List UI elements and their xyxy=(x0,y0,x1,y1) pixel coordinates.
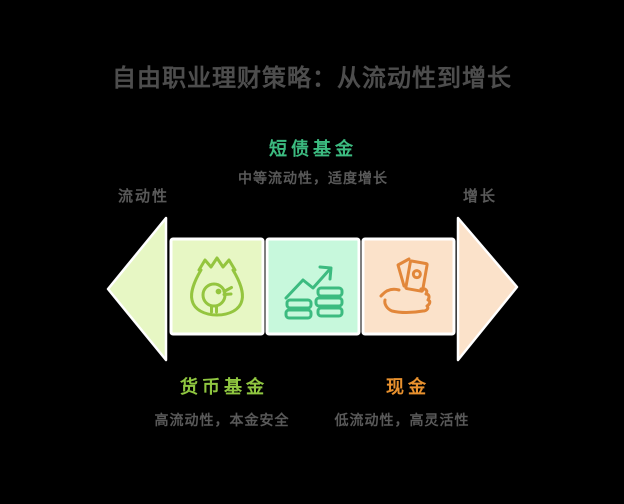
coin xyxy=(316,306,344,318)
growth-chart-coins-icon xyxy=(284,265,344,320)
coin xyxy=(284,308,313,320)
arrow-right-head xyxy=(456,216,519,362)
hand-fist xyxy=(383,287,432,314)
bird-beak xyxy=(222,286,233,296)
stage-desc-short-bond-fund: 中等流动性，适度增长 xyxy=(238,170,388,186)
banknote-circle xyxy=(411,269,422,280)
axis-label-liquidity: 流动性 xyxy=(118,188,170,205)
trend-arrowhead xyxy=(318,265,333,281)
stage-label-cash: 现金 xyxy=(386,377,430,397)
stage-desc-cash: 低流动性，高灵活性 xyxy=(334,412,470,428)
coin xyxy=(316,286,344,298)
bird-legs xyxy=(210,304,218,314)
axis-label-growth: 增长 xyxy=(463,188,498,205)
trend-line xyxy=(284,267,332,300)
money-bag-crown xyxy=(197,256,237,272)
stage-box-cash xyxy=(361,237,456,336)
banknote-front xyxy=(404,259,429,293)
hand-holding-cash-icon xyxy=(379,257,432,314)
arrow-left-head xyxy=(106,216,168,362)
banknote xyxy=(404,259,429,293)
bird-eye xyxy=(215,288,222,295)
money-bag-bird-icon xyxy=(190,256,244,317)
coin xyxy=(285,298,313,310)
stage-label-money-fund: 货币基金 xyxy=(180,377,268,397)
banknote-back xyxy=(396,257,411,288)
money-bag-body xyxy=(190,268,244,317)
stage-label-short-bond-fund: 短债基金 xyxy=(269,139,357,159)
coin xyxy=(314,296,344,308)
stage-box-money-fund xyxy=(169,237,265,336)
hand-thumb xyxy=(379,287,401,298)
stage-desc-money-fund: 高流动性，本金安全 xyxy=(154,412,290,428)
page-title: 自由职业理财策略：从流动性到增长 xyxy=(112,65,512,92)
